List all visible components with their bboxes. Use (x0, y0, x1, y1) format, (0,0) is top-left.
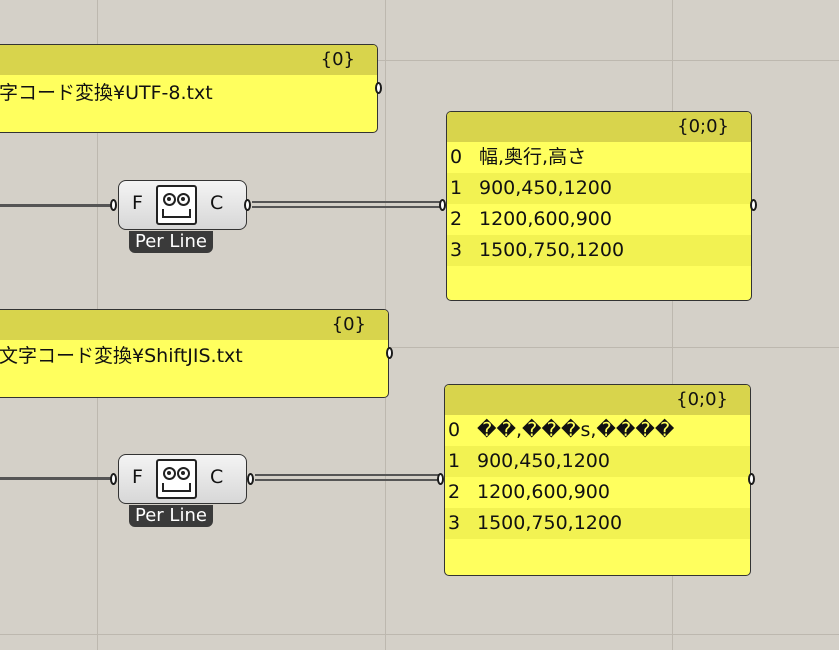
grid-line (0, 60, 839, 61)
component-badge: Per Line (129, 231, 213, 253)
row-value: 1200,600,900 (479, 208, 612, 230)
panel-text: 文字コード変換¥ShiftJIS.txt (0, 345, 243, 367)
output-param-label[interactable]: C (210, 466, 224, 488)
row-value: 900,450,1200 (479, 177, 612, 199)
list-item: 1 900,450,1200 (445, 446, 750, 477)
read-file-component[interactable]: F C (118, 454, 247, 504)
list-item: 3 1500,750,1200 (447, 235, 751, 266)
row-value: ��,���s,���� (477, 419, 675, 441)
output-port[interactable] (375, 82, 382, 94)
wire[interactable] (0, 204, 112, 207)
row-index: 3 (450, 239, 463, 261)
list-item: 1 900,450,1200 (447, 173, 751, 204)
row-value: 1500,750,1200 (477, 512, 623, 534)
grid-line (0, 347, 839, 348)
panel-index-label: {0} (331, 314, 366, 335)
output-port[interactable] (386, 347, 393, 359)
output-param-label[interactable]: C (210, 192, 224, 214)
panel-index-label: {0;0} (677, 116, 729, 137)
panel-index-label: {0;0} (676, 389, 728, 410)
input-port[interactable] (110, 199, 117, 211)
output-panel-utf8[interactable]: {0;0} 0 幅,奥行,高さ 1 900,450,1200 2 1200,600,9… (446, 111, 752, 301)
row-index: 2 (448, 481, 461, 503)
panel-header: {0} (0, 310, 388, 340)
row-index: 2 (450, 208, 463, 230)
output-port[interactable] (244, 199, 251, 211)
grid-line (0, 634, 839, 635)
wire[interactable] (0, 477, 112, 480)
row-value: 900,450,1200 (477, 450, 610, 472)
list-item: 2 1200,600,900 (447, 204, 751, 235)
list-item: 0 幅,奥行,高さ (447, 142, 751, 173)
googly-eyes-icon (156, 459, 197, 499)
row-value: 1500,750,1200 (479, 239, 625, 261)
input-port[interactable] (110, 473, 117, 485)
output-panel-shiftjis[interactable]: {0;0} 0 ��,���s,���� 1 900,450,1200 2 1200,… (444, 384, 751, 576)
component-badge: Per Line (129, 505, 213, 527)
list-item: 0 ��,���s,���� (445, 415, 750, 446)
list-item: 3 1500,750,1200 (445, 508, 750, 539)
row-index: 0 (450, 146, 463, 168)
panel-text: 字コード変換¥UTF-8.txt (0, 82, 213, 104)
source-panel-shiftjis[interactable]: {0} 文字コード変換¥ShiftJIS.txt (0, 309, 389, 398)
read-file-component[interactable]: F C (118, 180, 247, 230)
panel-header: {0;0} (445, 385, 750, 415)
output-port[interactable] (748, 473, 755, 485)
source-panel-utf8[interactable]: {0} 字コード変換¥UTF-8.txt (0, 44, 378, 133)
wire[interactable] (252, 201, 442, 208)
row-index: 1 (450, 177, 463, 199)
panel-header: {0;0} (447, 112, 751, 142)
row-index: 3 (448, 512, 461, 534)
row-index: 0 (448, 419, 461, 441)
grid-line (672, 0, 673, 650)
list-item: 2 1200,600,900 (445, 477, 750, 508)
wire[interactable] (255, 474, 440, 481)
panel-index-label: {0} (320, 49, 355, 70)
output-port[interactable] (247, 473, 254, 485)
row-value: 1200,600,900 (477, 481, 610, 503)
input-port[interactable] (437, 473, 444, 485)
input-param-label[interactable]: F (132, 466, 143, 488)
input-port[interactable] (439, 199, 446, 211)
output-port[interactable] (750, 199, 757, 211)
row-index: 1 (448, 450, 461, 472)
row-value: 幅,奥行,高さ (479, 146, 587, 168)
panel-header: {0} (0, 45, 377, 75)
input-param-label[interactable]: F (132, 192, 143, 214)
googly-eyes-icon (156, 185, 197, 225)
